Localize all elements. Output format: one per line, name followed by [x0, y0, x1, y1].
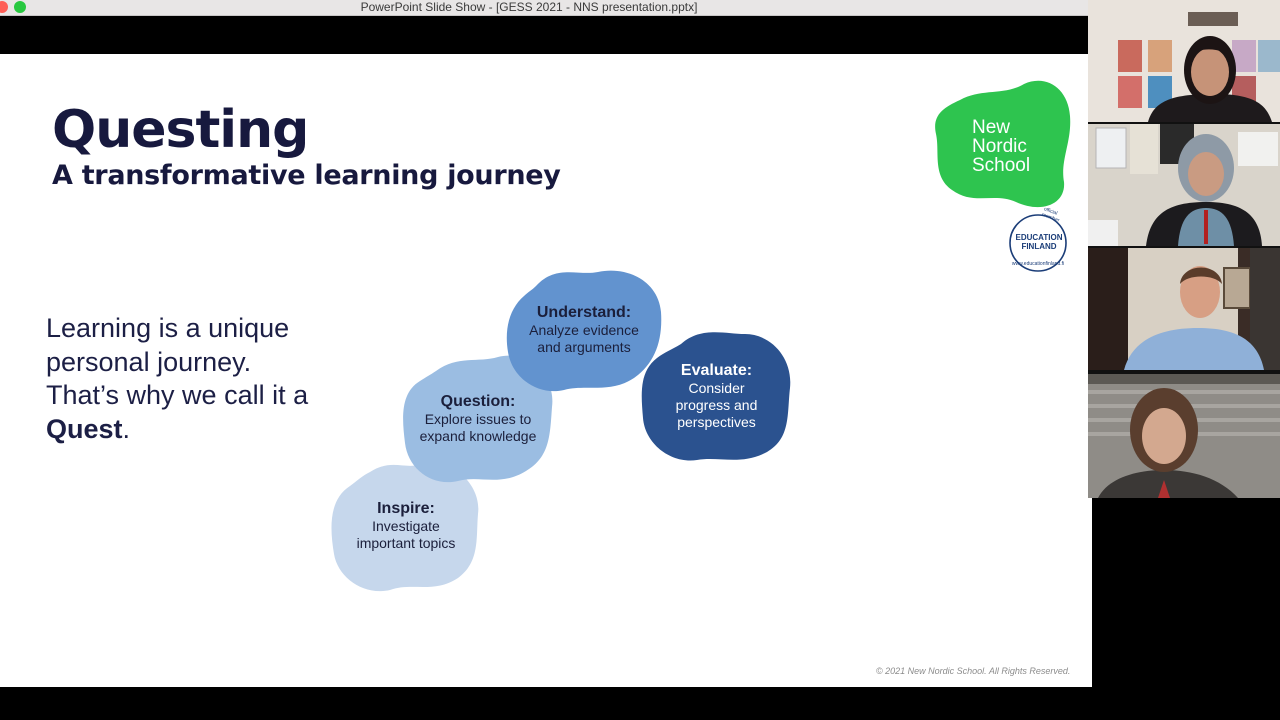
body-line-2: personal journey. — [46, 346, 252, 377]
participant-1-video — [1088, 0, 1280, 122]
education-finland-badge: official member EDUCATION FINLAND www.ed… — [1004, 206, 1072, 277]
step-understand-description: Analyze evidence and arguments — [529, 322, 639, 355]
badge-url-text: www.educationfinland.fi — [1011, 261, 1065, 267]
video-tile-participant-1[interactable] — [1088, 0, 1280, 122]
logo-blob-shape — [935, 80, 1071, 208]
badge-circle-icon — [1009, 214, 1067, 272]
slide-title: Questing — [52, 100, 309, 160]
participant-4-video — [1088, 374, 1280, 498]
step-question-shape — [403, 355, 553, 483]
video-participants-panel — [1088, 0, 1280, 498]
step-question-description: Explore issues to expand knowledge — [419, 411, 537, 444]
new-nordic-school-logo: New Nordic School — [932, 80, 1072, 212]
step-evaluate-description: Consider progress and perspectives — [675, 379, 758, 430]
participant-2-video — [1088, 124, 1280, 246]
step-evaluate-heading: Evaluate: — [680, 361, 753, 379]
step-evaluate-shape — [641, 332, 791, 461]
step-understand-heading: Understand: — [536, 304, 632, 321]
step-inspire: Inspire: Investigate important topics — [330, 458, 482, 592]
logo-text: New Nordic School — [972, 117, 1031, 176]
window-titlebar: PowerPoint Slide Show - [GESS 2021 - NNS… — [0, 0, 1088, 16]
step-evaluate: Evaluate: Consider progress and perspect… — [641, 328, 792, 463]
step-understand-shape — [506, 270, 662, 392]
presentation-slide: Questing A transformative learning journ… — [0, 54, 1092, 687]
body-line-1: Learning is a unique — [46, 313, 290, 343]
body-period: . — [122, 413, 131, 444]
step-understand: Understand: Analyze evidence and argumen… — [506, 266, 662, 393]
close-window-button[interactable] — [0, 1, 8, 13]
participant-3-video — [1088, 248, 1280, 370]
video-tile-participant-2[interactable] — [1088, 124, 1280, 246]
step-inspire-description: Investigate important topics — [356, 517, 456, 551]
slide-subtitle: A transformative learning journey — [52, 160, 561, 191]
copyright-notice: © 2021 New Nordic School. All Rights Res… — [876, 666, 1071, 676]
body-emphasis: Quest — [46, 413, 123, 444]
badge-main-text: EDUCATION FINLAND — [1015, 233, 1063, 251]
video-tile-participant-3[interactable] — [1088, 248, 1280, 370]
slide-body-text: Learning is a unique personal journey. T… — [46, 312, 346, 446]
video-tile-participant-4[interactable] — [1088, 374, 1280, 498]
step-inspire-shape — [331, 462, 479, 592]
window-title: PowerPoint Slide Show - [GESS 2021 - NNS… — [360, 0, 698, 14]
step-question: Question: Explore issues to expand knowl… — [402, 353, 554, 484]
step-question-heading: Question: — [440, 393, 516, 410]
step-inspire-heading: Inspire: — [377, 499, 435, 517]
body-line-3: That’s why we call it a — [46, 380, 309, 410]
maximize-window-button[interactable] — [14, 1, 26, 13]
